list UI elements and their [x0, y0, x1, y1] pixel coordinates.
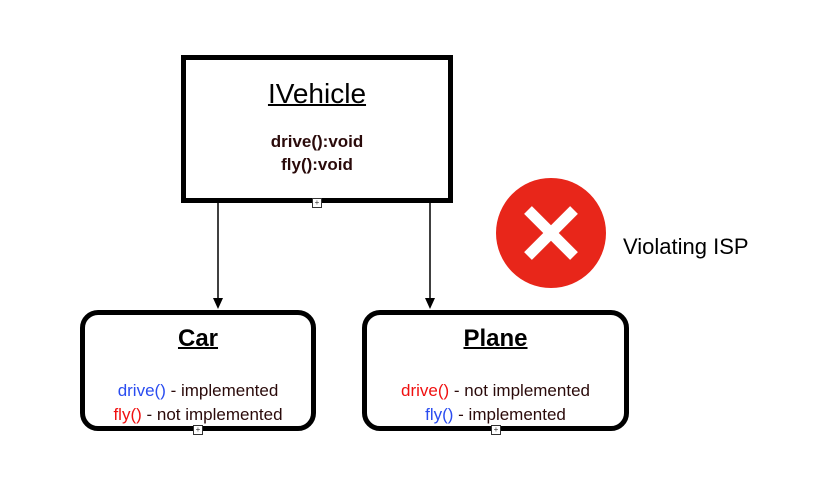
- expand-handle[interactable]: +: [312, 198, 322, 208]
- method-fly: fly():void: [281, 155, 353, 174]
- method-name: drive(): [117, 381, 166, 400]
- x-circle-icon: [496, 178, 606, 288]
- expand-handle[interactable]: +: [491, 425, 501, 435]
- plane-drive-line: drive() - not implemented: [367, 381, 624, 401]
- ivehicle-box[interactable]: IVehicle drive():void fly():void: [181, 55, 453, 203]
- car-box[interactable]: Car drive() - implemented fly() - not im…: [80, 310, 316, 431]
- plane-box[interactable]: Plane drive() - not implemented fly() - …: [362, 310, 629, 431]
- method-name: fly(): [113, 405, 142, 424]
- expand-handle[interactable]: +: [193, 425, 203, 435]
- method-name: fly(): [425, 405, 454, 424]
- method-status: - implemented: [453, 405, 566, 424]
- plane-title: Plane: [463, 325, 528, 352]
- car-title: Car: [177, 325, 219, 352]
- ivehicle-title: IVehicle: [267, 78, 367, 109]
- violation-label: Violating ISP: [623, 234, 749, 259]
- car-fly-line: fly() - not implemented: [85, 405, 311, 425]
- method-status: - not implemented: [449, 381, 590, 400]
- method-status: - not implemented: [141, 405, 283, 424]
- method-drive: drive():void: [270, 132, 364, 151]
- car-drive-line: drive() - implemented: [85, 381, 311, 401]
- plane-fly-line: fly() - implemented: [367, 405, 624, 425]
- arrow-ivehicle-to-plane: [425, 203, 435, 309]
- method-name: drive(): [401, 381, 450, 400]
- method-status: - implemented: [165, 381, 279, 400]
- arrow-ivehicle-to-car: [213, 203, 223, 309]
